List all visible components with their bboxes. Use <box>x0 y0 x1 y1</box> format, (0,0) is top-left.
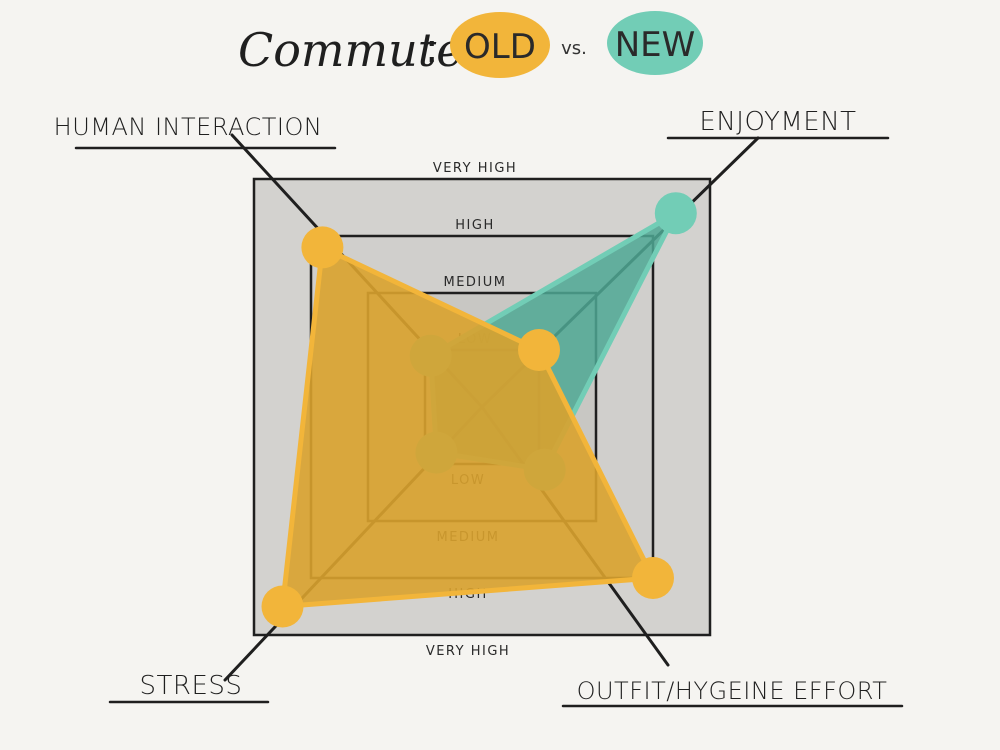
point-old-2 <box>518 329 560 371</box>
axis-label-3: OUTFIT/HYGEINE EFFORT <box>577 677 888 705</box>
level-label-bottom-4: VERY HIGH <box>426 644 510 659</box>
level-label-top-2: MEDIUM <box>443 275 506 290</box>
chart-title: Commute <box>238 23 463 77</box>
level-label-top-3: HIGH <box>455 218 494 233</box>
legend-old-marker <box>450 12 550 78</box>
level-label-top-4: VERY HIGH <box>433 161 517 176</box>
title-separator: : <box>425 26 438 72</box>
legend-new-marker <box>607 11 703 75</box>
legend-separator: vs. <box>561 38 587 59</box>
axis-label-4: STRESS <box>140 671 243 701</box>
point-new-2 <box>654 192 697 235</box>
axis-label-2: ENJOYMENT <box>699 107 856 137</box>
series-old <box>261 226 674 628</box>
point-old-4 <box>261 585 304 628</box>
point-old-3 <box>632 557 674 599</box>
point-old-1 <box>301 226 344 269</box>
series-layer <box>261 192 697 628</box>
legend-old-label: OLD <box>464 27 536 67</box>
axis-label-1: HUMAN INTERACTION <box>54 113 323 141</box>
legend-new-label: NEW <box>615 25 696 65</box>
axis-labels: HUMAN INTERACTION ENJOYMENT OUTFIT/HYGEINE… <box>54 107 904 708</box>
